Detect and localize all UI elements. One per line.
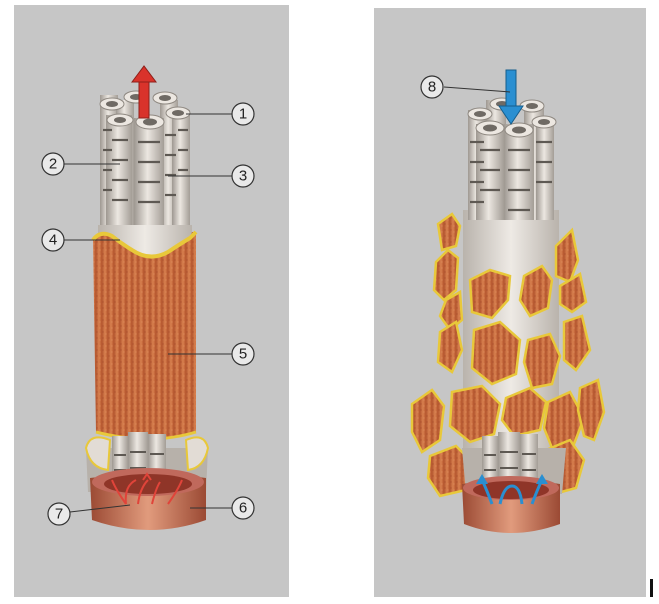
left-electrode <box>84 65 210 530</box>
callout-circle-3 <box>231 164 255 188</box>
callout-circle-6 <box>231 496 255 520</box>
up-arrow-icon <box>131 65 157 119</box>
callout-circle-2 <box>41 152 65 176</box>
callout-circle-8 <box>420 75 444 99</box>
left-tube-bundle <box>99 90 191 245</box>
callout-circle-5 <box>231 342 255 366</box>
callout-4: 4 <box>49 232 57 249</box>
left-end-cap <box>90 468 206 530</box>
callout-2: 2 <box>49 156 57 173</box>
callout-circle-1 <box>231 102 255 126</box>
right-tube-bundle <box>467 97 557 220</box>
right-electrode <box>410 69 606 533</box>
coating-flakes <box>410 212 606 498</box>
callout-5: 5 <box>239 346 247 363</box>
left-flow-arrows <box>111 472 183 505</box>
right-callouts: 8 <box>420 75 511 99</box>
callout-6: 6 <box>239 500 247 517</box>
callout-circle-4 <box>41 228 65 252</box>
callout-8: 8 <box>428 79 436 96</box>
callout-circle-7 <box>47 502 71 526</box>
left-coating <box>91 230 198 441</box>
callout-1: 1 <box>239 106 247 123</box>
down-arrow-icon <box>498 69 524 125</box>
right-flow-arrows <box>476 474 548 505</box>
callout-3: 3 <box>239 168 247 185</box>
callout-7: 7 <box>55 506 63 523</box>
edge-mark <box>650 579 653 597</box>
left-callouts: 1 2 3 4 5 6 7 <box>41 102 255 526</box>
right-end-cap <box>462 476 560 533</box>
